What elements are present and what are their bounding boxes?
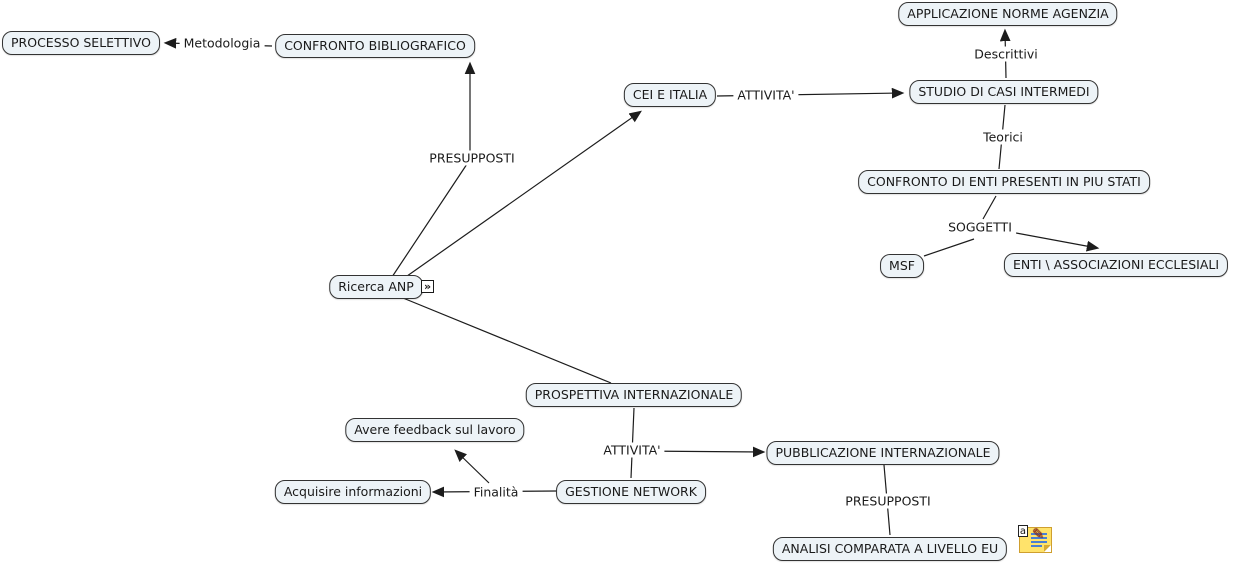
- node-confronto-bibliografico[interactable]: CONFRONTO BIBLIOGRAFICO: [275, 34, 475, 58]
- edge-line-soggetti-msf: [923, 238, 975, 257]
- node-cei-e-italia[interactable]: CEI E ITALIA: [623, 83, 717, 107]
- node-pubblicazione-internazionale[interactable]: PUBBLICAZIONE INTERNAZIONALE: [766, 441, 1000, 465]
- annotation-line: [1031, 545, 1042, 547]
- node-analisi-comparata-eu[interactable]: ANALISI COMPARATA A LIVELLO EU: [772, 537, 1008, 561]
- node-msf[interactable]: MSF: [880, 254, 924, 278]
- annotation-icon[interactable]: ✎ a: [1018, 525, 1052, 553]
- annotation-line: [1031, 533, 1047, 535]
- node-processo-selettivo[interactable]: PROCESSO SELETTIVO: [2, 31, 160, 55]
- edge-line-ricerca-prospettiva: [402, 297, 612, 384]
- annotation-line: [1031, 537, 1047, 539]
- annotation-badge: a: [1018, 525, 1028, 537]
- edge-label-attivita-top[interactable]: ATTIVITA': [733, 87, 799, 103]
- edge-line-soggetti-stem: [982, 195, 997, 220]
- node-ricerca-anp[interactable]: Ricerca ANP: [329, 275, 423, 299]
- node-acquisire-informazioni[interactable]: Acquisire informazioni: [274, 480, 432, 504]
- edge-label-presupposti-top[interactable]: PRESUPPOSTI: [425, 150, 519, 166]
- node-studio-di-casi-intermedi[interactable]: STUDIO DI CASI INTERMEDI: [909, 80, 1099, 104]
- edge-line-ricerca-cei: [399, 110, 642, 282]
- edge-line-presupposti-diag: [391, 160, 470, 278]
- edge-label-presupposti-bottom[interactable]: PRESUPPOSTI: [841, 493, 935, 509]
- node-prospettiva-internazionale[interactable]: PROSPETTIVA INTERNAZIONALE: [525, 383, 743, 407]
- edge-label-soggetti[interactable]: SOGGETTI: [944, 219, 1016, 235]
- edge-line-soggetti-enti: [1015, 232, 1100, 252]
- edge-line-finalita-avere: [454, 449, 490, 484]
- edge-label-metodologia[interactable]: Metodologia: [179, 35, 265, 51]
- edge-label-descrittivi[interactable]: Descrittivi: [970, 46, 1042, 62]
- edge-label-teorici[interactable]: Teorici: [979, 129, 1027, 145]
- node-avere-feedback[interactable]: Avere feedback sul lavoro: [345, 418, 525, 442]
- edge-label-finalita[interactable]: Finalità: [469, 484, 523, 500]
- node-gestione-network[interactable]: GESTIONE NETWORK: [556, 480, 706, 504]
- expand-subnodes-icon[interactable]: »: [421, 280, 434, 293]
- annotation-line: [1031, 541, 1047, 543]
- pencil-icon: ✎: [1032, 525, 1045, 543]
- node-confronto-enti-piu-stati[interactable]: CONFRONTO DI ENTI PRESENTI IN PIU STATI: [858, 170, 1150, 194]
- node-applicazione-norme-agenzia[interactable]: APPLICAZIONE NORME AGENZIA: [898, 2, 1118, 26]
- note-fold: [1044, 545, 1051, 552]
- node-enti-associazioni-ecclesiali[interactable]: ENTI \ ASSOCIAZIONI ECCLESIALI: [1003, 253, 1229, 277]
- edge-label-attivita-bottom[interactable]: ATTIVITA': [599, 442, 665, 458]
